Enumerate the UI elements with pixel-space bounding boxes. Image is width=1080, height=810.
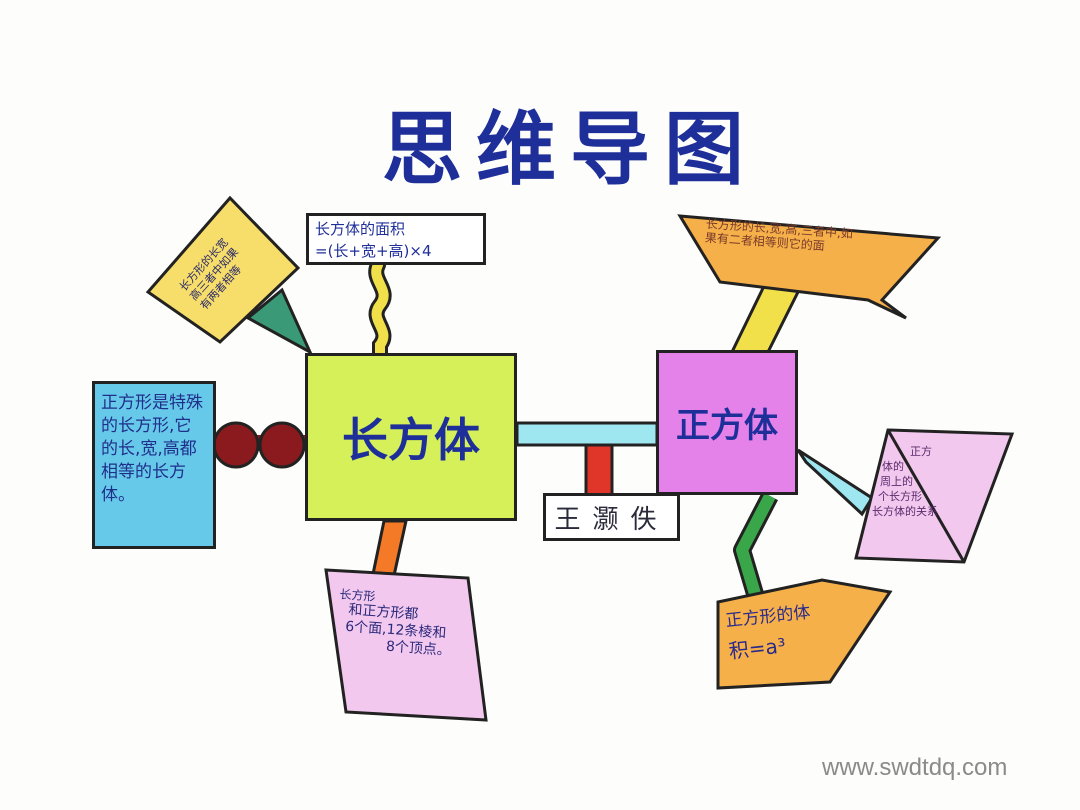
note-right-triangle-card [854, 428, 1015, 564]
connector-light-blue [796, 448, 875, 517]
connector-yellow [729, 280, 803, 354]
triangle-line-1: 正方 [910, 445, 932, 458]
triangle-line-5: 长方体的关系 [872, 505, 938, 518]
note-cube-volume-card [716, 578, 893, 690]
connector-blue-bar [515, 421, 659, 447]
note-faces-edges-card [324, 568, 488, 722]
node-cuboid: 长方体 [305, 353, 517, 521]
triangle-line-2: 体的 [882, 460, 904, 473]
connector-teal-triangle [245, 287, 314, 356]
author-name-box: 王灏佚 [543, 493, 680, 541]
connector-red-stem [584, 443, 614, 497]
area-formula-line-1: 长方体的面积 [315, 220, 406, 238]
bead-left [212, 421, 260, 469]
note-area-formula: 长方体的面积 =(长+宽+高)×4 [306, 213, 486, 265]
watermark: www.swdtdq.com [822, 754, 1008, 781]
triangle-line-4: 个长方形 [878, 490, 922, 503]
triangle-line-3: 周上的 [880, 475, 913, 488]
note-right-triangle-text: 正方 体的 周上的 个长方形 长方体的关系 [872, 444, 982, 554]
author-name: 王灏佚 [554, 504, 669, 535]
page-title: 思维导图 [382, 102, 758, 196]
note-faces-edges-text: 长方形 和正方形都 6个面,12条棱和 8个顶点。 [332, 587, 479, 706]
note-cube-volume-text: 正方形的体 积=a³ [724, 594, 852, 686]
note-square-special: 正方形是特殊的长方形,它的长,宽,高都相等的长方体。 [92, 381, 216, 549]
note-top-right-card [677, 214, 942, 320]
node-cube: 正方体 [656, 350, 798, 495]
area-formula-line-2: =(长+宽+高)×4 [315, 242, 432, 260]
bead-right [258, 421, 306, 469]
